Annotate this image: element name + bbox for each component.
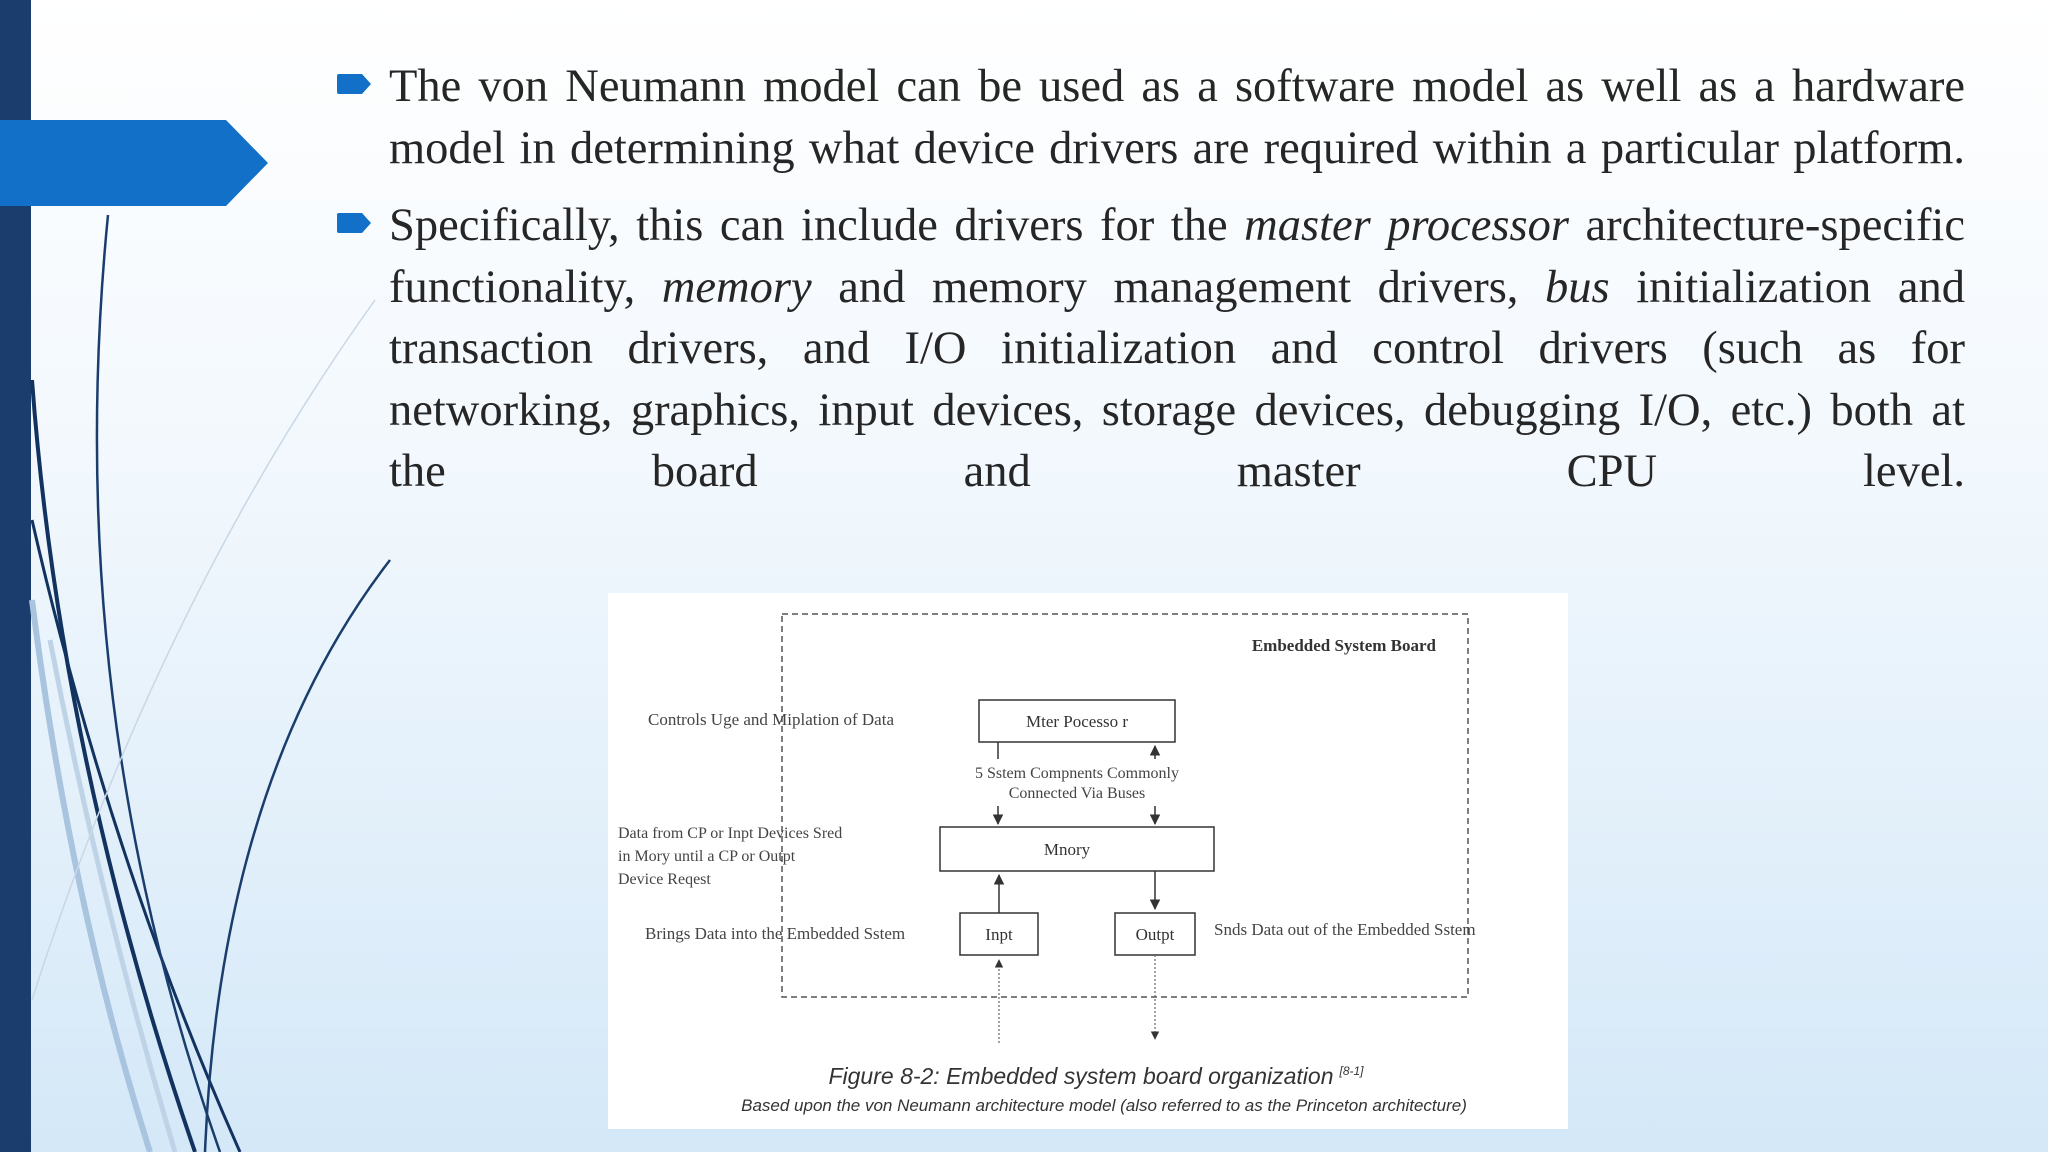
board-boundary bbox=[781, 613, 1469, 998]
bullet-item: The von Neumann model can be used as a s… bbox=[335, 56, 1965, 179]
bullet-text-2: Specifically, this can include drivers f… bbox=[389, 195, 1965, 503]
bullet-2-italic-bus: bus bbox=[1545, 261, 1610, 313]
memory-desc-1: Data from CP or Inpt Devices Sred bbox=[618, 825, 842, 842]
bullet-list: The von Neumann model can be used as a s… bbox=[335, 56, 1965, 519]
arrow-bullet-icon bbox=[337, 74, 371, 94]
decorative-curves bbox=[29, 214, 391, 1152]
buses-label-1: 5 Sstem Compnents Commonly bbox=[975, 765, 1179, 782]
output-label: Outpt bbox=[1136, 925, 1175, 944]
figure-subcaption: Based upon the von Neumann architecture … bbox=[741, 1096, 1467, 1115]
output-desc: Snds Data out of the Embedded Sstem bbox=[1214, 920, 1476, 939]
board-diagram-figure: Embedded System Board Mter Pocesso r Con… bbox=[608, 593, 1568, 1129]
bullet-2-text-c: and memory management drivers, bbox=[811, 261, 1546, 313]
bullet-2-text-a: Specifically, this can include drivers f… bbox=[389, 200, 1245, 251]
memory-desc-3: Device Reqest bbox=[618, 871, 711, 888]
arrow-bullet-icon bbox=[337, 213, 371, 233]
bullet-2-italic-master-processor: master processor bbox=[1244, 200, 1569, 251]
bullet-item: Specifically, this can include drivers f… bbox=[335, 195, 1965, 503]
board-label: Embedded System Board bbox=[1252, 636, 1437, 655]
bullet-2-italic-memory: memory bbox=[661, 261, 812, 313]
figure-caption-text: Figure 8-2: Embedded system board organi… bbox=[828, 1063, 1333, 1089]
controls-label: Controls Uge and Miplation of Data bbox=[648, 710, 894, 729]
master-processor-label: Mter Pocesso r bbox=[1026, 712, 1128, 731]
memory-box bbox=[939, 826, 1215, 872]
bullet-text-1: The von Neumann model can be used as a s… bbox=[389, 56, 1965, 179]
memory-desc-2: in Mory until a CP or Outpt bbox=[618, 848, 796, 865]
memory-label: Mnory bbox=[1044, 840, 1091, 859]
buses-label-2: Connected Via Buses bbox=[1009, 785, 1146, 802]
figure-caption-ref: [8-1] bbox=[1339, 1064, 1365, 1078]
bullet-1-text: The von Neumann model can be used as a s… bbox=[389, 61, 1965, 174]
title-arrow-tab bbox=[0, 120, 268, 206]
bullet-2-text-d: initialization and transaction drivers, … bbox=[389, 261, 1965, 498]
input-label: Inpt bbox=[985, 925, 1013, 944]
bullet-2-text-b: architecture-specific functionality, bbox=[389, 200, 1965, 313]
figure-caption: Figure 8-2: Embedded system board organi… bbox=[828, 1063, 1364, 1089]
input-desc: Brings Data into the Embedded Sstem bbox=[645, 924, 905, 943]
input-box bbox=[959, 912, 1039, 956]
master-processor-box bbox=[978, 699, 1176, 743]
output-box bbox=[1114, 912, 1196, 956]
